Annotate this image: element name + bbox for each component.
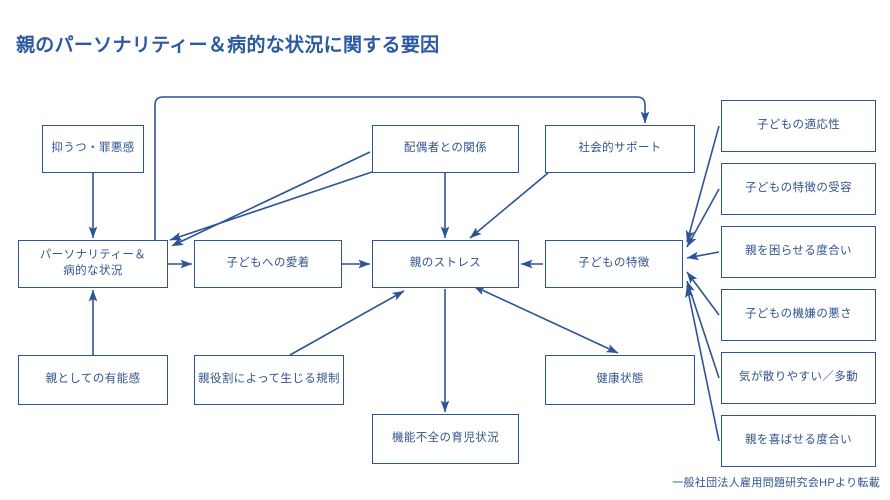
node-personality[interactable]: パーソナリティー＆ 病的な状況 [18, 240, 168, 288]
node-health-status[interactable]: 健康状態 [545, 355, 695, 405]
node-trait-acceptance-label: 子どもの特徴の受容 [744, 182, 853, 195]
edge-moodiness-to-child-traits [686, 271, 720, 316]
node-trait-acceptance[interactable]: 子どもの特徴の受容 [721, 163, 876, 215]
edge-role-restriction-to-stress [289, 290, 405, 356]
node-distractibility-label: 気が散りやすい／多動 [739, 371, 858, 384]
node-spouse-relation[interactable]: 配偶者との関係 [372, 125, 519, 173]
edge-stress-to-spouse [171, 151, 371, 247]
node-pleasing-label: 親を喜ばせる度合い [744, 434, 853, 447]
node-moodiness[interactable]: 子どもの機嫌の悪さ [721, 289, 876, 341]
node-moodiness-label: 子どもの機嫌の悪さ [744, 308, 853, 321]
page-title: 親のパーソナリティー＆病的な状況に関する要因 [16, 35, 440, 56]
node-distractibility[interactable]: 気が散りやすい／多動 [721, 352, 876, 404]
node-personality-label: パーソナリティー＆ 病的な状況 [39, 249, 147, 277]
node-troublesomeness[interactable]: 親を困らせる度合い [721, 226, 876, 278]
node-depression-label: 抑うつ・罪悪感 [51, 142, 135, 155]
node-adaptability[interactable]: 子どもの適応性 [721, 100, 876, 152]
edge-spouse-area-to-personality [169, 171, 373, 241]
edge-stress-health-bidirectional [473, 285, 619, 354]
node-attachment[interactable]: 子どもへの愛着 [194, 240, 342, 288]
node-dysfunction[interactable]: 機能不全の育児状況 [372, 414, 519, 464]
edge-troublesomeness-to-child-traits [686, 251, 720, 261]
source-credit-note: 一般社団法人雇用問題研究会HPより転載 [672, 477, 880, 489]
node-depression[interactable]: 抑うつ・罪悪感 [42, 125, 144, 173]
node-social-support[interactable]: 社会的サポート [545, 125, 695, 173]
node-role-restriction-label: 親役割によって生じる規制 [198, 373, 340, 386]
node-role-restriction[interactable]: 親役割によって生じる規制 [194, 355, 344, 405]
node-attachment-label: 子どもへの愛着 [226, 257, 310, 270]
edge-social-support-to-stress [469, 172, 549, 239]
edge-trait-acceptance-to-child-traits [686, 188, 720, 248]
node-troublesomeness-label: 親を困らせる度合い [745, 245, 852, 258]
node-dysfunction-label: 機能不全の育児状況 [391, 432, 500, 445]
node-child-traits[interactable]: 子どもの特徴 [545, 240, 683, 288]
node-social-support-label: 社会的サポート [578, 142, 662, 155]
node-parent-efficacy[interactable]: 親としての有能感 [18, 355, 168, 405]
node-parent-efficacy-label: 親としての有能感 [45, 373, 141, 386]
node-health-status-label: 健康状態 [596, 373, 644, 386]
node-adaptability-label: 子どもの適応性 [756, 119, 841, 132]
node-spouse-relation-label: 配偶者との関係 [403, 142, 488, 155]
node-parent-stress-label: 親のストレス [409, 257, 482, 270]
node-pleasing[interactable]: 親を喜ばせる度合い [721, 415, 876, 467]
node-child-traits-label: 子どもの特徴 [578, 257, 650, 270]
node-parent-stress[interactable]: 親のストレス [372, 240, 519, 288]
